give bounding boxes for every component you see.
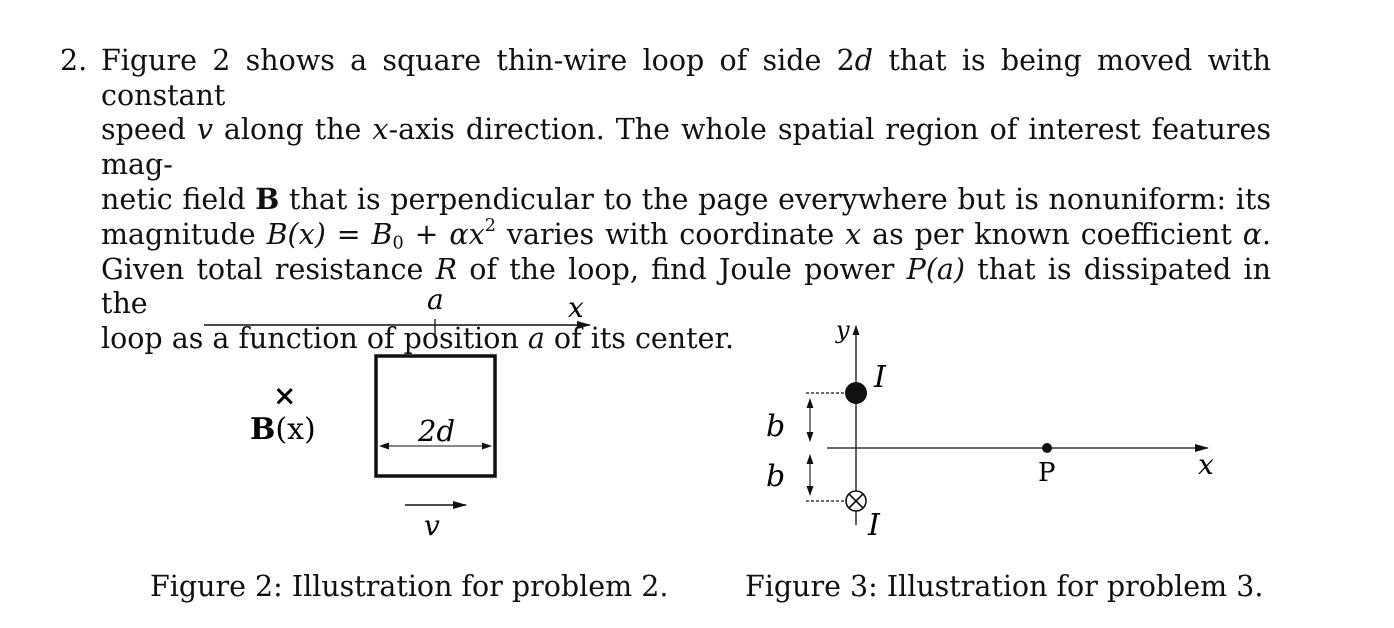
figure-3-caption: Figure 3: Illustration for problem 3. (745, 570, 1264, 603)
text-run: loop as a function of position (101, 321, 528, 355)
text-run: netic field (101, 183, 256, 217)
math-subscript: 0 (392, 233, 404, 254)
fig2-side-label: 2d (417, 414, 455, 448)
fig2-square-loop (374, 354, 497, 478)
text-run: varies with coordinate (495, 217, 846, 251)
math-equals: = (325, 217, 372, 251)
fig2-a-label: a (427, 283, 444, 316)
problem-line-3: netic field B that is perpendicular to t… (101, 182, 1271, 218)
fig3-b-top-label: b (766, 409, 785, 444)
fig2-into-page-symbol: × (273, 379, 296, 412)
text-run: that is dissipated in the (101, 252, 1271, 321)
problem-line-5: Given total resistance R of the loop, fi… (101, 253, 1271, 322)
problem-number: 2. (60, 44, 88, 77)
math-a: a (527, 321, 545, 355)
text-run: . (1261, 217, 1272, 251)
math-superscript: 2 (484, 215, 496, 236)
fig3-b-bottom-label: b (766, 459, 785, 494)
fig3-y-label: y (835, 316, 850, 344)
fig2-field-symbol: B (250, 412, 275, 447)
math-v: v (196, 113, 213, 147)
text-run: magnitude (101, 217, 267, 251)
text-run: speed (101, 113, 197, 147)
math-x: x (372, 113, 389, 147)
text-run: that is perpendicular to the page everyw… (279, 183, 1271, 217)
fig3-wire-out-of-page (845, 382, 867, 404)
math-b0: B (371, 217, 393, 251)
math-bold-b: B (255, 182, 280, 217)
fig3-current-bottom-label: I (867, 508, 881, 543)
problem-statement: Figure 2 shows a square thin-wire loop o… (101, 44, 1271, 356)
fig3-current-top-label: I (873, 360, 887, 395)
text-run: 2 (836, 44, 855, 77)
math-r: R (435, 252, 458, 286)
fig3-point-p-label: P (1038, 458, 1056, 488)
problem-line-1: Figure 2 shows a square thin-wire loop o… (101, 44, 1271, 113)
text-run: as per known coefficient (861, 217, 1243, 251)
math-x: x (845, 217, 862, 251)
text-run: Figure 2 shows a square thin-wire loop o… (101, 44, 837, 77)
fig2-x-label: x (568, 291, 584, 324)
fig2-velocity-label: v (424, 509, 440, 542)
math-alpha-x: αx (449, 217, 485, 251)
fig3-point-p (1042, 443, 1052, 453)
problem-line-2: speed v along the x-axis direction. The … (101, 113, 1271, 182)
math-plus: + (403, 217, 450, 251)
fig2-field-label: B(x) (250, 412, 316, 447)
problem-line-6: loop as a function of position a of its … (101, 322, 1271, 357)
math-d: d (854, 44, 874, 77)
text-run: along the (212, 113, 373, 147)
text-run: of the loop, find Joule power (457, 252, 907, 286)
fig3-wire-into-page (845, 490, 867, 512)
math-b-of-x: B(x) (266, 217, 326, 251)
text-run: that is being moved with constant (101, 44, 1271, 112)
fig3-x-label: x (1198, 448, 1214, 481)
text-run: -axis direction. The whole spatial regio… (101, 113, 1272, 181)
math-p-of-a: P(a) (906, 252, 966, 286)
problem-line-4: magnitude B(x) = B0 + αx2 varies with co… (101, 215, 1272, 254)
math-alpha: α (1242, 217, 1262, 251)
text-run: Given total resistance (101, 252, 436, 286)
fig2-field-arg: (x) (275, 412, 315, 447)
figure-2-caption: Figure 2: Illustration for problem 2. (150, 570, 669, 603)
